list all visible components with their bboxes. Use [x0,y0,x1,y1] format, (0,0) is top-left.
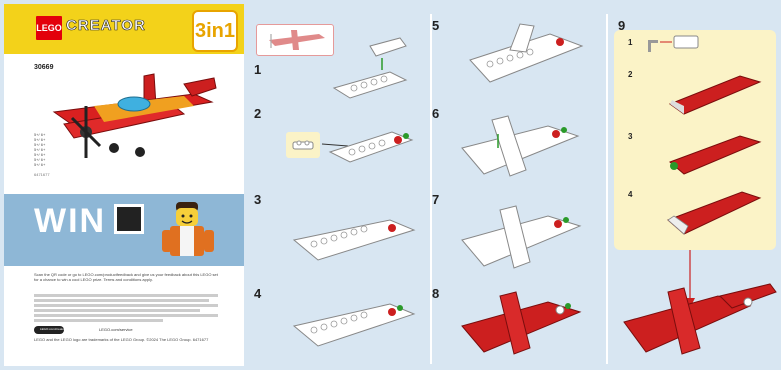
step-8-illustration [456,284,596,362]
service-link[interactable]: LEGO.com/service [99,327,133,332]
step-9-illustration [620,282,778,364]
plane-illustration [34,66,224,166]
step-number: 7 [432,192,439,207]
substep-3-illustration [664,130,764,178]
substep-2-illustration [664,70,764,116]
creator-wordmark: CREATOR [66,17,146,34]
step-number: 3 [254,192,261,207]
step-number: 4 [254,286,261,301]
qr-code[interactable] [114,204,144,234]
substep-number: 4 [628,190,632,199]
step-2-callout [286,132,320,158]
step-number: 5 [432,18,439,33]
step-number: 1 [254,62,261,77]
substep-number: 1 [628,38,632,47]
lego-logo: LEGO [34,14,64,42]
win-banner: WIN [4,194,244,266]
footer-link[interactable]: LEGO.com/creator [40,327,65,331]
minifigure-illustration [154,194,224,266]
three-in-one-badge: 3in1 [192,10,238,52]
column-divider [430,14,432,364]
step-3-illustration [290,210,420,266]
substep-panel: 1 2 3 4 [614,30,776,250]
model-preview-box [256,24,334,56]
fine-print-translations [34,294,218,322]
step-2-callout-brick [292,140,314,150]
step-2-illustration [322,120,422,166]
step-number: 8 [432,286,439,301]
plane-preview-icon [261,28,329,52]
fine-print: Scan the QR code or go to LEGO.com/produ… [34,272,218,282]
cover-header: LEGO CREATOR 3in1 [4,4,244,54]
column-divider [606,14,608,364]
item-number: 6471677 [34,172,50,177]
substep-number: 3 [628,132,632,141]
step-4-illustration [290,292,420,352]
step-number: 6 [432,106,439,121]
substep-1-illustration [644,32,704,56]
cover-panel: LEGO CREATOR 3in1 30669 5+/ 6+ 5+/ 6+ 5+… [4,4,244,366]
step-5-illustration [460,20,590,90]
step-1-illustration [330,36,420,102]
step-number: 2 [254,106,261,121]
substep-number: 2 [628,70,632,79]
legal-text: LEGO and the LEGO logo are trademarks of… [34,337,214,342]
step-6-illustration [456,112,596,184]
substep-4-illustration [664,186,764,238]
step-7-illustration [456,200,596,276]
age-line: 5+/ 6+ [34,162,45,167]
win-heading: WIN [34,202,106,241]
